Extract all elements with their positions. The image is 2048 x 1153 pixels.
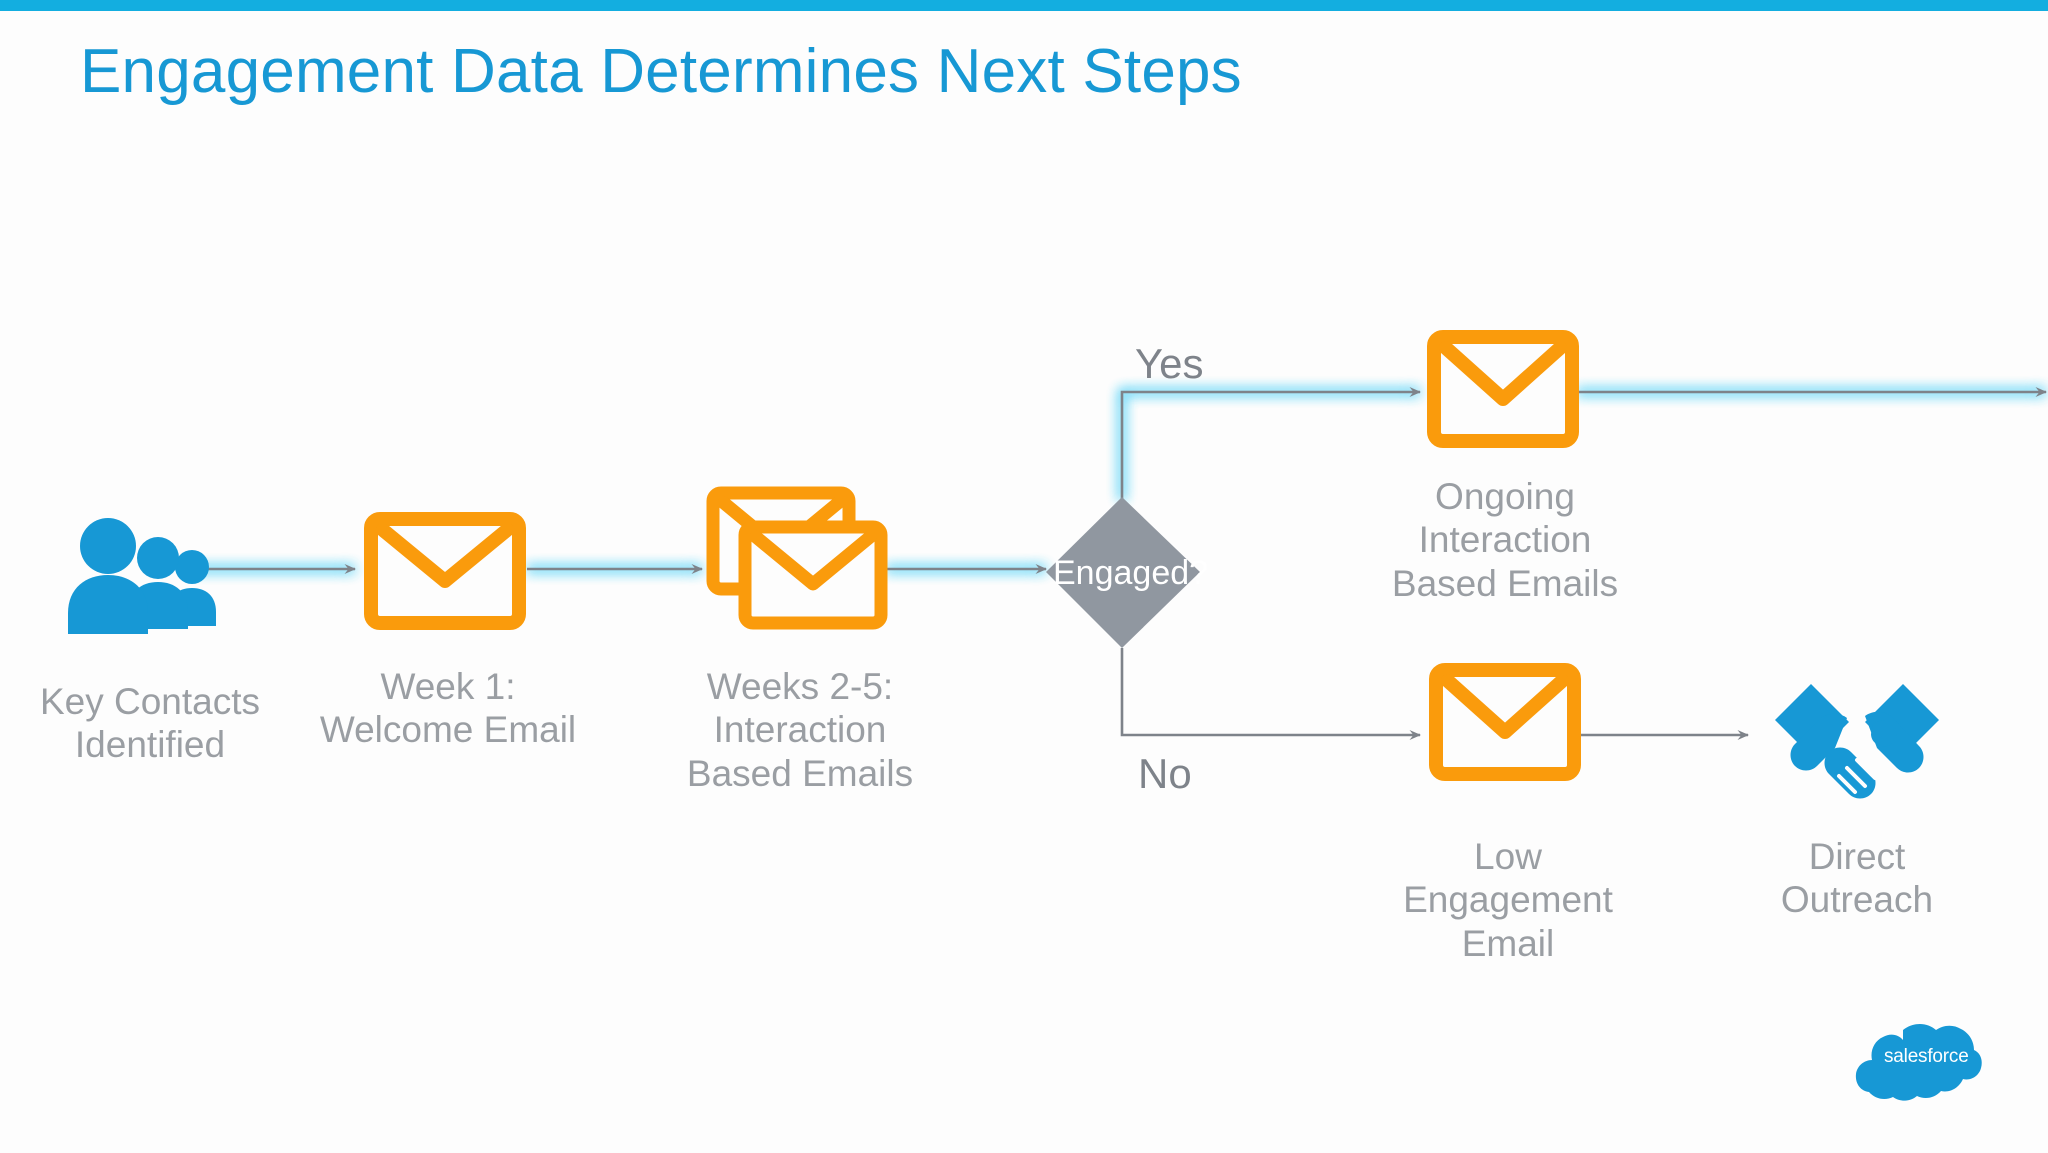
salesforce-cloud-logo — [1855, 1024, 1982, 1101]
label-direct-outreach: Direct Outreach — [1780, 836, 1934, 921]
stacked-envelopes-icon — [706, 486, 888, 630]
label-interaction-emails: Weeks 2-5: Interaction Based Emails — [686, 666, 914, 794]
handshake-icon — [1775, 684, 1939, 799]
diamond-decision-icon[interactable] — [1046, 497, 1200, 648]
connector-core-layer — [192, 387, 2047, 740]
label-welcome-email: Week 1: Welcome Email — [319, 666, 577, 751]
decision-label: Engaged? — [1053, 554, 1209, 592]
page-title: Engagement Data Determines Next Steps — [80, 37, 1242, 106]
people-group-icon — [68, 518, 216, 634]
connector-yes-branch — [1120, 387, 1421, 500]
branch-label-no: No — [1138, 750, 1192, 797]
envelope-icon — [1427, 330, 1579, 448]
envelope-icon — [1429, 663, 1581, 781]
branch-label-yes: Yes — [1135, 340, 1204, 387]
label-ongoing-emails: Ongoing Interaction Based Emails — [1391, 476, 1619, 604]
label-key-contacts: Key Contacts Identified — [39, 681, 261, 766]
envelope-icon — [364, 512, 526, 630]
top-accent-bar — [0, 0, 2048, 11]
connector-no-branch — [1120, 648, 1421, 740]
salesforce-wordmark: salesforce — [1884, 1046, 1969, 1067]
label-low-engagement-email: Low Engagement Email — [1403, 836, 1613, 964]
